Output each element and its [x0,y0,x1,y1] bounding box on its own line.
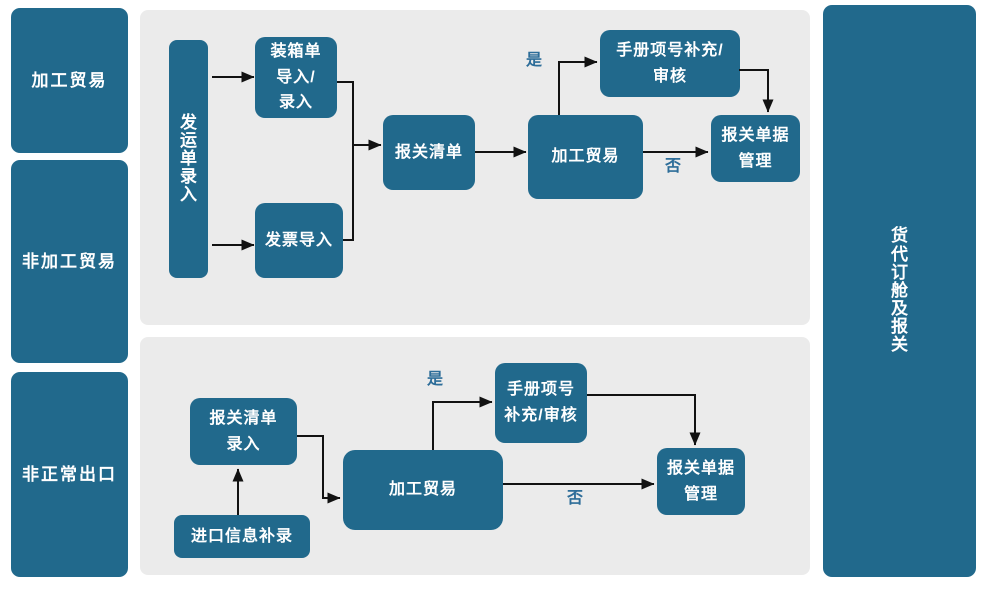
node-declaration-doc-mgmt-top: 报关单据 管理 [711,115,800,182]
node-manual-item-supplement-bottom: 手册项号 补充/审核 [495,363,587,443]
top-no-label: 否 [665,158,682,175]
top-yes-label: 是 [526,52,543,69]
bottom-yes-label: 是 [427,371,444,388]
lane-abnormal-export: 非正常出口 [11,372,128,577]
node-invoice-import: 发票导入 [255,203,343,278]
node-declaration-list-top: 报关清单 [383,115,475,190]
node-manual-item-supplement-top: 手册项号补充/ 审核 [600,30,740,97]
node-import-info-supplement: 进口信息补录 [174,515,310,558]
node-shipping-order-entry: 发 运 单 录 入 [169,40,208,278]
node-processing-trade-bottom: 加工贸易 [343,450,503,530]
node-declaration-list-entry: 报关清单 录入 [190,398,297,465]
lane-processing-trade: 加工贸易 [11,8,128,153]
node-packing-list-import: 装箱单 导入/ 录入 [255,37,337,118]
lane-freight-booking-declaration: 货 代 订 舱 及 报 关 [823,5,976,577]
node-declaration-doc-mgmt-bottom: 报关单据 管理 [657,448,745,515]
bottom-no-label: 否 [567,490,584,507]
lane-non-processing-trade: 非加工贸易 [11,160,128,363]
node-processing-trade-top: 加工贸易 [528,115,643,199]
